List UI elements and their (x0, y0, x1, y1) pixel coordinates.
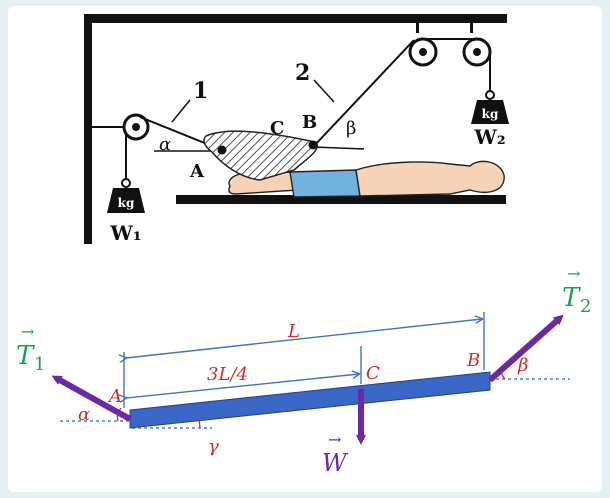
force-w-label: → W (322, 430, 349, 477)
force-t1-symbol: T (16, 341, 35, 371)
angle-gamma-arc (198, 419, 201, 429)
force-w-symbol: W (322, 449, 349, 477)
weight-w1: kg W₁ (107, 178, 145, 245)
length-3l4-label: 3L/4 (207, 364, 248, 385)
beam (129, 371, 491, 429)
top-label-b: B (302, 112, 317, 133)
dimension-3l4 (126, 346, 362, 398)
bed (176, 195, 506, 204)
top-label-c: C (270, 118, 284, 139)
point-b-marker (308, 140, 318, 150)
force-t2-symbol: T (562, 283, 581, 313)
traction-setup: 1 2 A C B α β kg W₁ kg W₂ (84, 14, 509, 245)
force-t1-arrow (51, 375, 132, 422)
pulley-top-right (462, 23, 492, 67)
fbd-label-b: B (466, 350, 480, 371)
force-t1-subscript: 1 (34, 354, 45, 375)
force-t2-arrow (488, 314, 564, 383)
weight-w1-tag: kg (118, 196, 135, 210)
point-a-marker (217, 145, 227, 155)
rope-label-2: 2 (295, 60, 310, 86)
top-angle-alpha: α (159, 134, 171, 155)
length-l-label: L (287, 321, 300, 342)
weight-w2-label: W₂ (473, 125, 505, 149)
force-t2-vector-mark: → (567, 264, 580, 283)
weight-w2-tag: kg (482, 107, 499, 121)
force-w-vector-mark: → (328, 430, 341, 449)
fbd-angle-alpha: α (78, 404, 90, 425)
force-t2-label: → T 2 (562, 264, 591, 317)
force-t1-vector-mark: → (21, 322, 34, 341)
fbd-label-c: C (366, 363, 380, 384)
pulley-left (122, 113, 150, 141)
fbd-angle-beta: β (517, 355, 528, 376)
patient (228, 160, 505, 198)
figure-panel (8, 6, 602, 492)
leg-cast (203, 130, 318, 181)
free-body-diagram: L 3L/4 A C B α β γ → T 1 → (16, 264, 591, 477)
rope-label-1: 1 (193, 78, 208, 104)
weight-w2: kg W₂ (471, 90, 509, 149)
force-t2-subscript: 2 (580, 296, 591, 317)
fbd-angle-gamma: γ (208, 436, 219, 457)
force-t1-label: → T 1 (16, 322, 45, 375)
top-label-a: A (189, 161, 205, 182)
weight-w1-label: W₁ (109, 221, 141, 245)
pulley-top-left (408, 23, 438, 67)
top-angle-beta: β (346, 118, 356, 139)
fbd-label-a: A (107, 386, 122, 407)
